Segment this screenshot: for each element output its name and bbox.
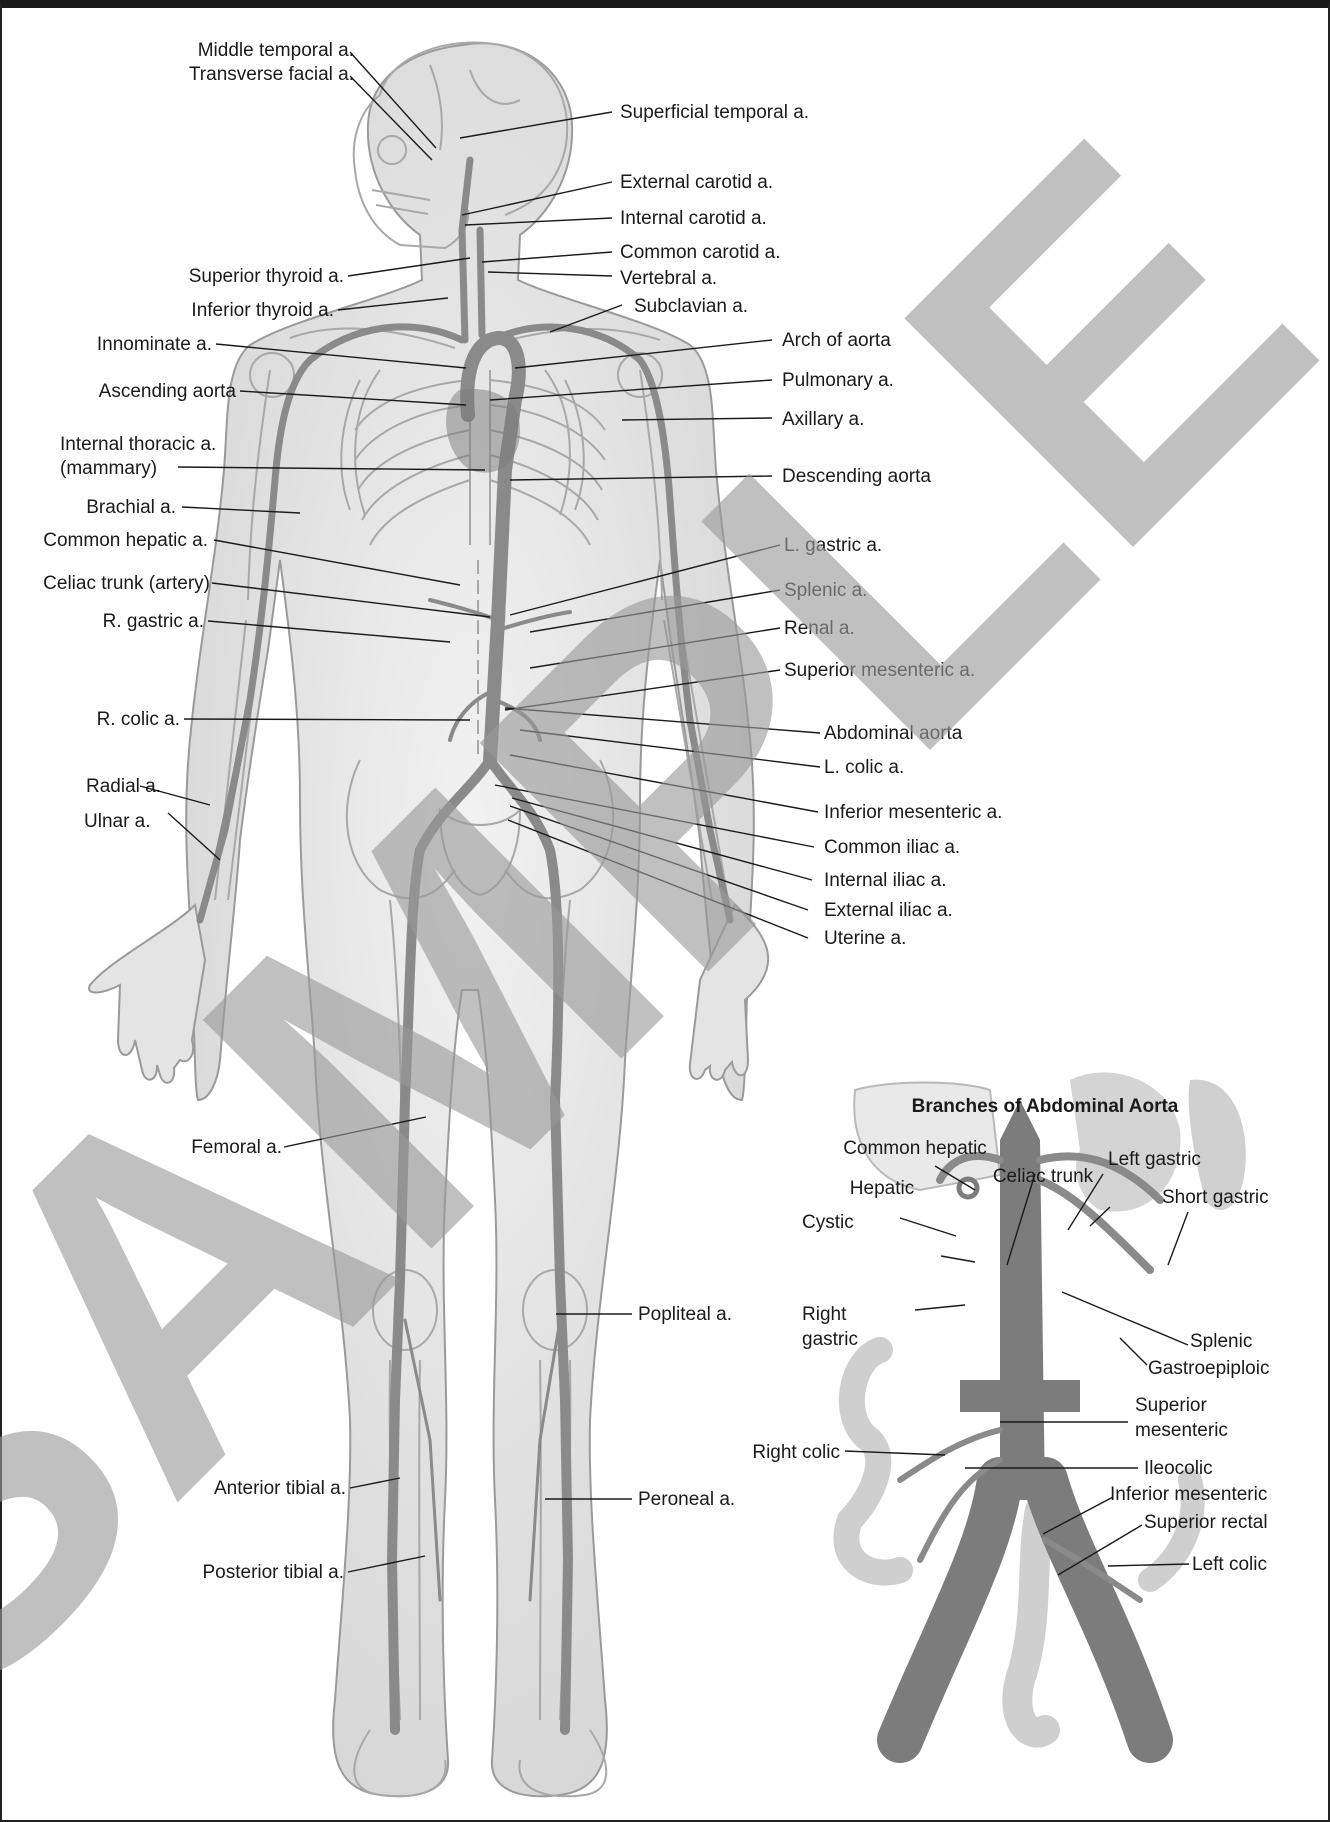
inset-label-inferior-mesenteric: Inferior mesenteric xyxy=(1110,1484,1267,1505)
label-superior-thyroid: Superior thyroid a. xyxy=(189,266,344,287)
inset-label-ileocolic: Ileocolic xyxy=(1144,1458,1213,1479)
inset-label-superior-mesenteric-1: Superior xyxy=(1135,1395,1207,1416)
label-transverse-facial: Transverse facial a. xyxy=(189,64,354,85)
label-internal-thoracic-1: Internal thoracic a. xyxy=(60,434,216,455)
inset-title: Branches of Abdominal Aorta xyxy=(912,1096,1179,1117)
inset-label-common-hepatic: Common hepatic xyxy=(843,1138,987,1159)
inset-label-right-gastric-1: Right xyxy=(802,1304,847,1325)
label-vertebral: Vertebral a. xyxy=(620,268,717,289)
inset-label-right-gastric-2: gastric xyxy=(802,1329,858,1350)
inset-label-gastroepiploic: Gastroepiploic xyxy=(1148,1358,1269,1379)
label-subclavian: Subclavian a. xyxy=(634,296,748,317)
label-common-carotid: Common carotid a. xyxy=(620,242,781,263)
label-external-carotid: External carotid a. xyxy=(620,172,773,193)
label-r-gastric: R. gastric a. xyxy=(103,611,204,632)
inset-label-splenic: Splenic xyxy=(1190,1331,1252,1352)
label-radial: Radial a. xyxy=(86,776,161,797)
label-superficial-temporal: Superficial temporal a. xyxy=(620,102,809,123)
inset-label-celiac-trunk: Celiac trunk xyxy=(993,1166,1094,1187)
label-celiac-trunk: Celiac trunk (artery) xyxy=(43,573,210,594)
label-ascending-aorta: Ascending aorta xyxy=(99,381,237,402)
label-popliteal: Popliteal a. xyxy=(638,1304,732,1325)
inset-label-right-colic: Right colic xyxy=(752,1442,840,1463)
label-peroneal: Peroneal a. xyxy=(638,1489,735,1510)
inset-label-superior-mesenteric-2: mesenteric xyxy=(1135,1420,1228,1441)
inset-label-short-gastric: Short gastric xyxy=(1162,1187,1269,1208)
inset-label-hepatic: Hepatic xyxy=(850,1178,914,1199)
label-middle-temporal: Middle temporal a. xyxy=(198,40,354,61)
label-internal-thoracic-2: (mammary) xyxy=(60,458,157,479)
label-common-hepatic: Common hepatic a. xyxy=(43,530,208,551)
inset-label-left-colic: Left colic xyxy=(1192,1554,1267,1575)
label-r-colic: R. colic a. xyxy=(97,709,180,730)
label-ulnar: Ulnar a. xyxy=(84,811,151,832)
label-internal-carotid: Internal carotid a. xyxy=(620,208,767,229)
label-inferior-thyroid: Inferior thyroid a. xyxy=(191,300,334,321)
inset-label-left-gastric: Left gastric xyxy=(1108,1149,1201,1170)
label-innominate: Innominate a. xyxy=(97,334,212,355)
inset-label-cystic: Cystic xyxy=(802,1212,854,1233)
inset-label-superior-rectal: Superior rectal xyxy=(1144,1512,1268,1533)
label-brachial: Brachial a. xyxy=(86,497,176,518)
